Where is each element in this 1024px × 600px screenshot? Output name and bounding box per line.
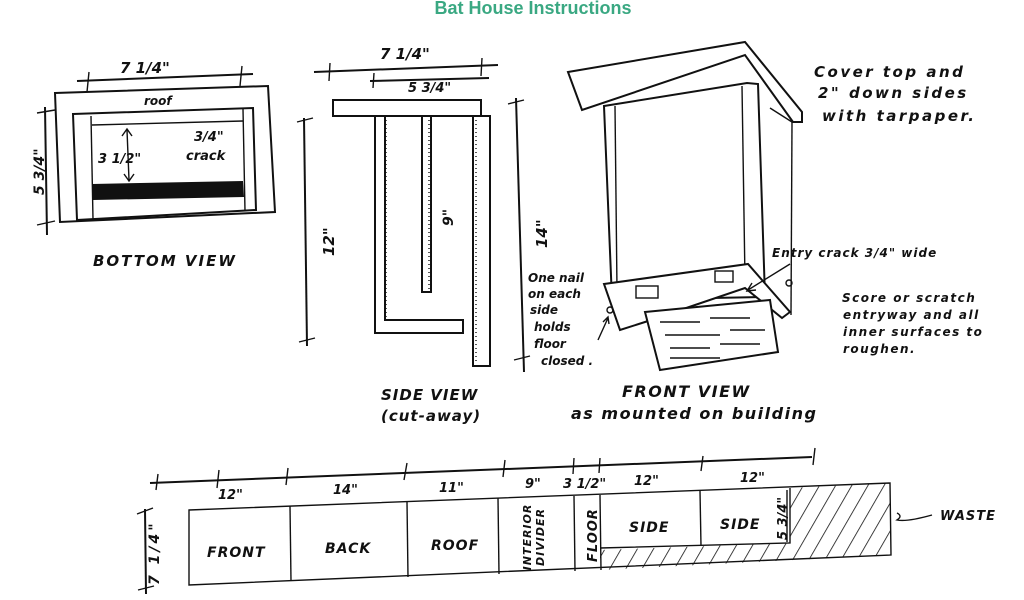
piece-length: 11" [439,481,464,496]
front-board [374,115,464,334]
length-dimension-line [149,456,813,484]
crack-label: crack [186,149,227,164]
waste-label: WASTE [940,509,996,524]
nail-note-line: closed . [541,354,593,368]
side-view-caption: SIDE VIEW [381,386,479,404]
nail-note-line: floor [534,337,567,351]
front-view-caption: FRONT VIEW [622,382,751,401]
hinge-icon [714,270,734,283]
waste-pointer [895,512,933,522]
nail-icon [606,306,614,314]
crack-dimension: 3/4" [194,130,224,145]
side-view: 7 1/4" 5 3/4" 12" 9" SIDE VIEW (cut-away… [296,45,499,425]
nail-note-line: holds [534,320,571,334]
piece-label-back: BACK [325,541,371,557]
width-dimension: 7 1/4" [120,59,170,77]
page-title: Bat House Instructions [434,0,632,18]
roof-label: roof [144,94,173,108]
front-view-subcaption: as mounted on building [571,404,817,423]
dimension-ticks [155,447,816,491]
height-dimension: 5 3/4" [32,148,48,195]
crack-band [92,181,244,200]
back-board [472,115,491,367]
height-dimension-line [44,106,48,236]
nail-icon [785,279,793,287]
piece-label-side: SIDE [629,520,669,536]
piece-length: 9" [525,477,541,492]
front-panel [602,81,767,302]
board-width-dimension: 7 1/4" [147,520,163,585]
front-view: 14" One nail on each side holds floor cl… [507,40,983,423]
piece-length: 14" [333,483,358,498]
score-note-line: Score or scratch [842,291,976,305]
side-view-subcaption: (cut-away) [381,407,481,425]
roof-board [332,99,482,117]
divider-height-dimension: 9" [441,209,457,226]
bottom-view-caption: BOTTOM VIEW [93,252,237,270]
piece-length: 3 1/2" [563,477,606,492]
score-note-line: inner surfaces to [843,325,983,339]
width-dimension-line [76,73,254,82]
piece-label-floor: FLOOR [586,508,601,562]
inner-width-dimension: 5 3/4" [408,81,451,96]
outer-width-dimension: 7 1/4" [380,45,430,63]
cover-note-line: with tarpaper. [822,107,977,125]
piece-label-front: FRONT [207,545,266,561]
height-dimension: 14" [533,219,551,248]
entry-crack-note: Entry crack 3/4" wide [772,246,937,260]
nail-note-line: One nail [528,271,585,285]
waste-area [600,483,891,570]
cover-note-line: Cover top and [814,63,965,81]
cover-note-line: 2" down sides [818,84,969,102]
hinge-icon [635,285,659,299]
nail-note-line: on each [528,287,581,301]
piece-label-roof: ROOF [431,538,479,554]
nail-note-line: side [530,303,558,317]
score-note-line: roughen. [843,342,916,356]
board-outline [188,482,892,586]
score-note-line: entryway and all [843,308,980,322]
piece-length: 12" [218,488,243,503]
piece-length: 12" [740,471,765,486]
piece-length: 12" [634,474,659,489]
bottom-view: 7 1/4" 5 3/4" roof 3 1/2" 3/4" crack BOT… [32,59,277,270]
piece-label-side: SIDE [720,517,760,533]
gap-dimension: 3 1/2" [98,152,141,167]
interior-divider [421,115,432,293]
cut-layout: 7 1/4" 5 3/4" 12" 14" 11" 9" 3 1/2" 12" … [136,447,996,595]
roof-panel [566,40,803,123]
front-height-dimension: 12" [320,227,338,256]
piece-label-interior-divider: INTERIOR DIVIDER [521,503,547,571]
side-width-dimension: 5 3/4" [776,497,791,540]
